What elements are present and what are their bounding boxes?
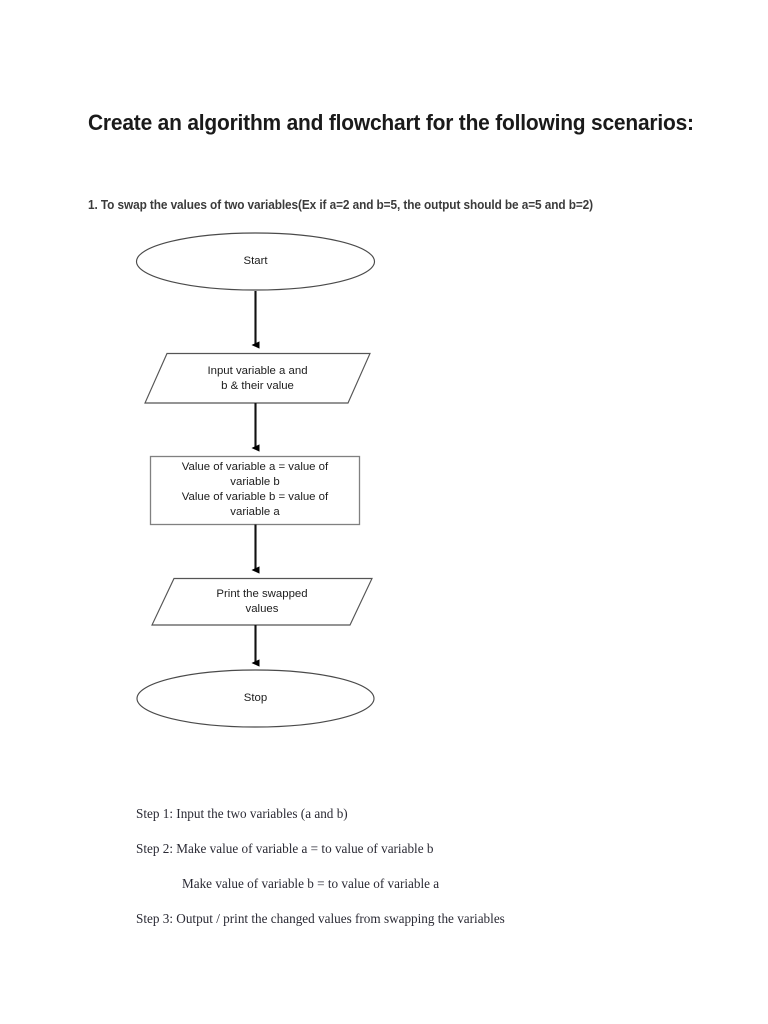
scenario-subtitle: 1. To swap the values of two variables(E… xyxy=(88,198,594,212)
page-title: Create an algorithm and flowchart for th… xyxy=(88,110,694,135)
step-line: Step 3: Output / print the changed value… xyxy=(136,911,505,926)
flow-node-start xyxy=(135,232,376,291)
flow-node-input xyxy=(144,352,371,404)
flow-node-start-label: Start xyxy=(243,255,268,267)
flow-node-print xyxy=(151,577,373,626)
algorithm-steps: Step 1: Input the two variables (a and b… xyxy=(136,806,696,946)
step-line: Step 1: Input the two variables (a and b… xyxy=(136,806,348,821)
flow-node-process-label: Value of variable a = value of variable … xyxy=(181,461,329,518)
step-line: Step 2: Make value of variable a = to va… xyxy=(136,841,434,856)
flow-node-input-label: Input variable a and b & their value xyxy=(207,365,308,392)
flow-node-stop-label: Stop xyxy=(243,692,268,704)
flow-node-stop xyxy=(136,669,375,728)
step-line: Make value of variable b = to value of v… xyxy=(182,876,440,891)
flow-node-print-label: Print the swapped values xyxy=(216,588,308,615)
flow-node-process xyxy=(149,455,361,526)
